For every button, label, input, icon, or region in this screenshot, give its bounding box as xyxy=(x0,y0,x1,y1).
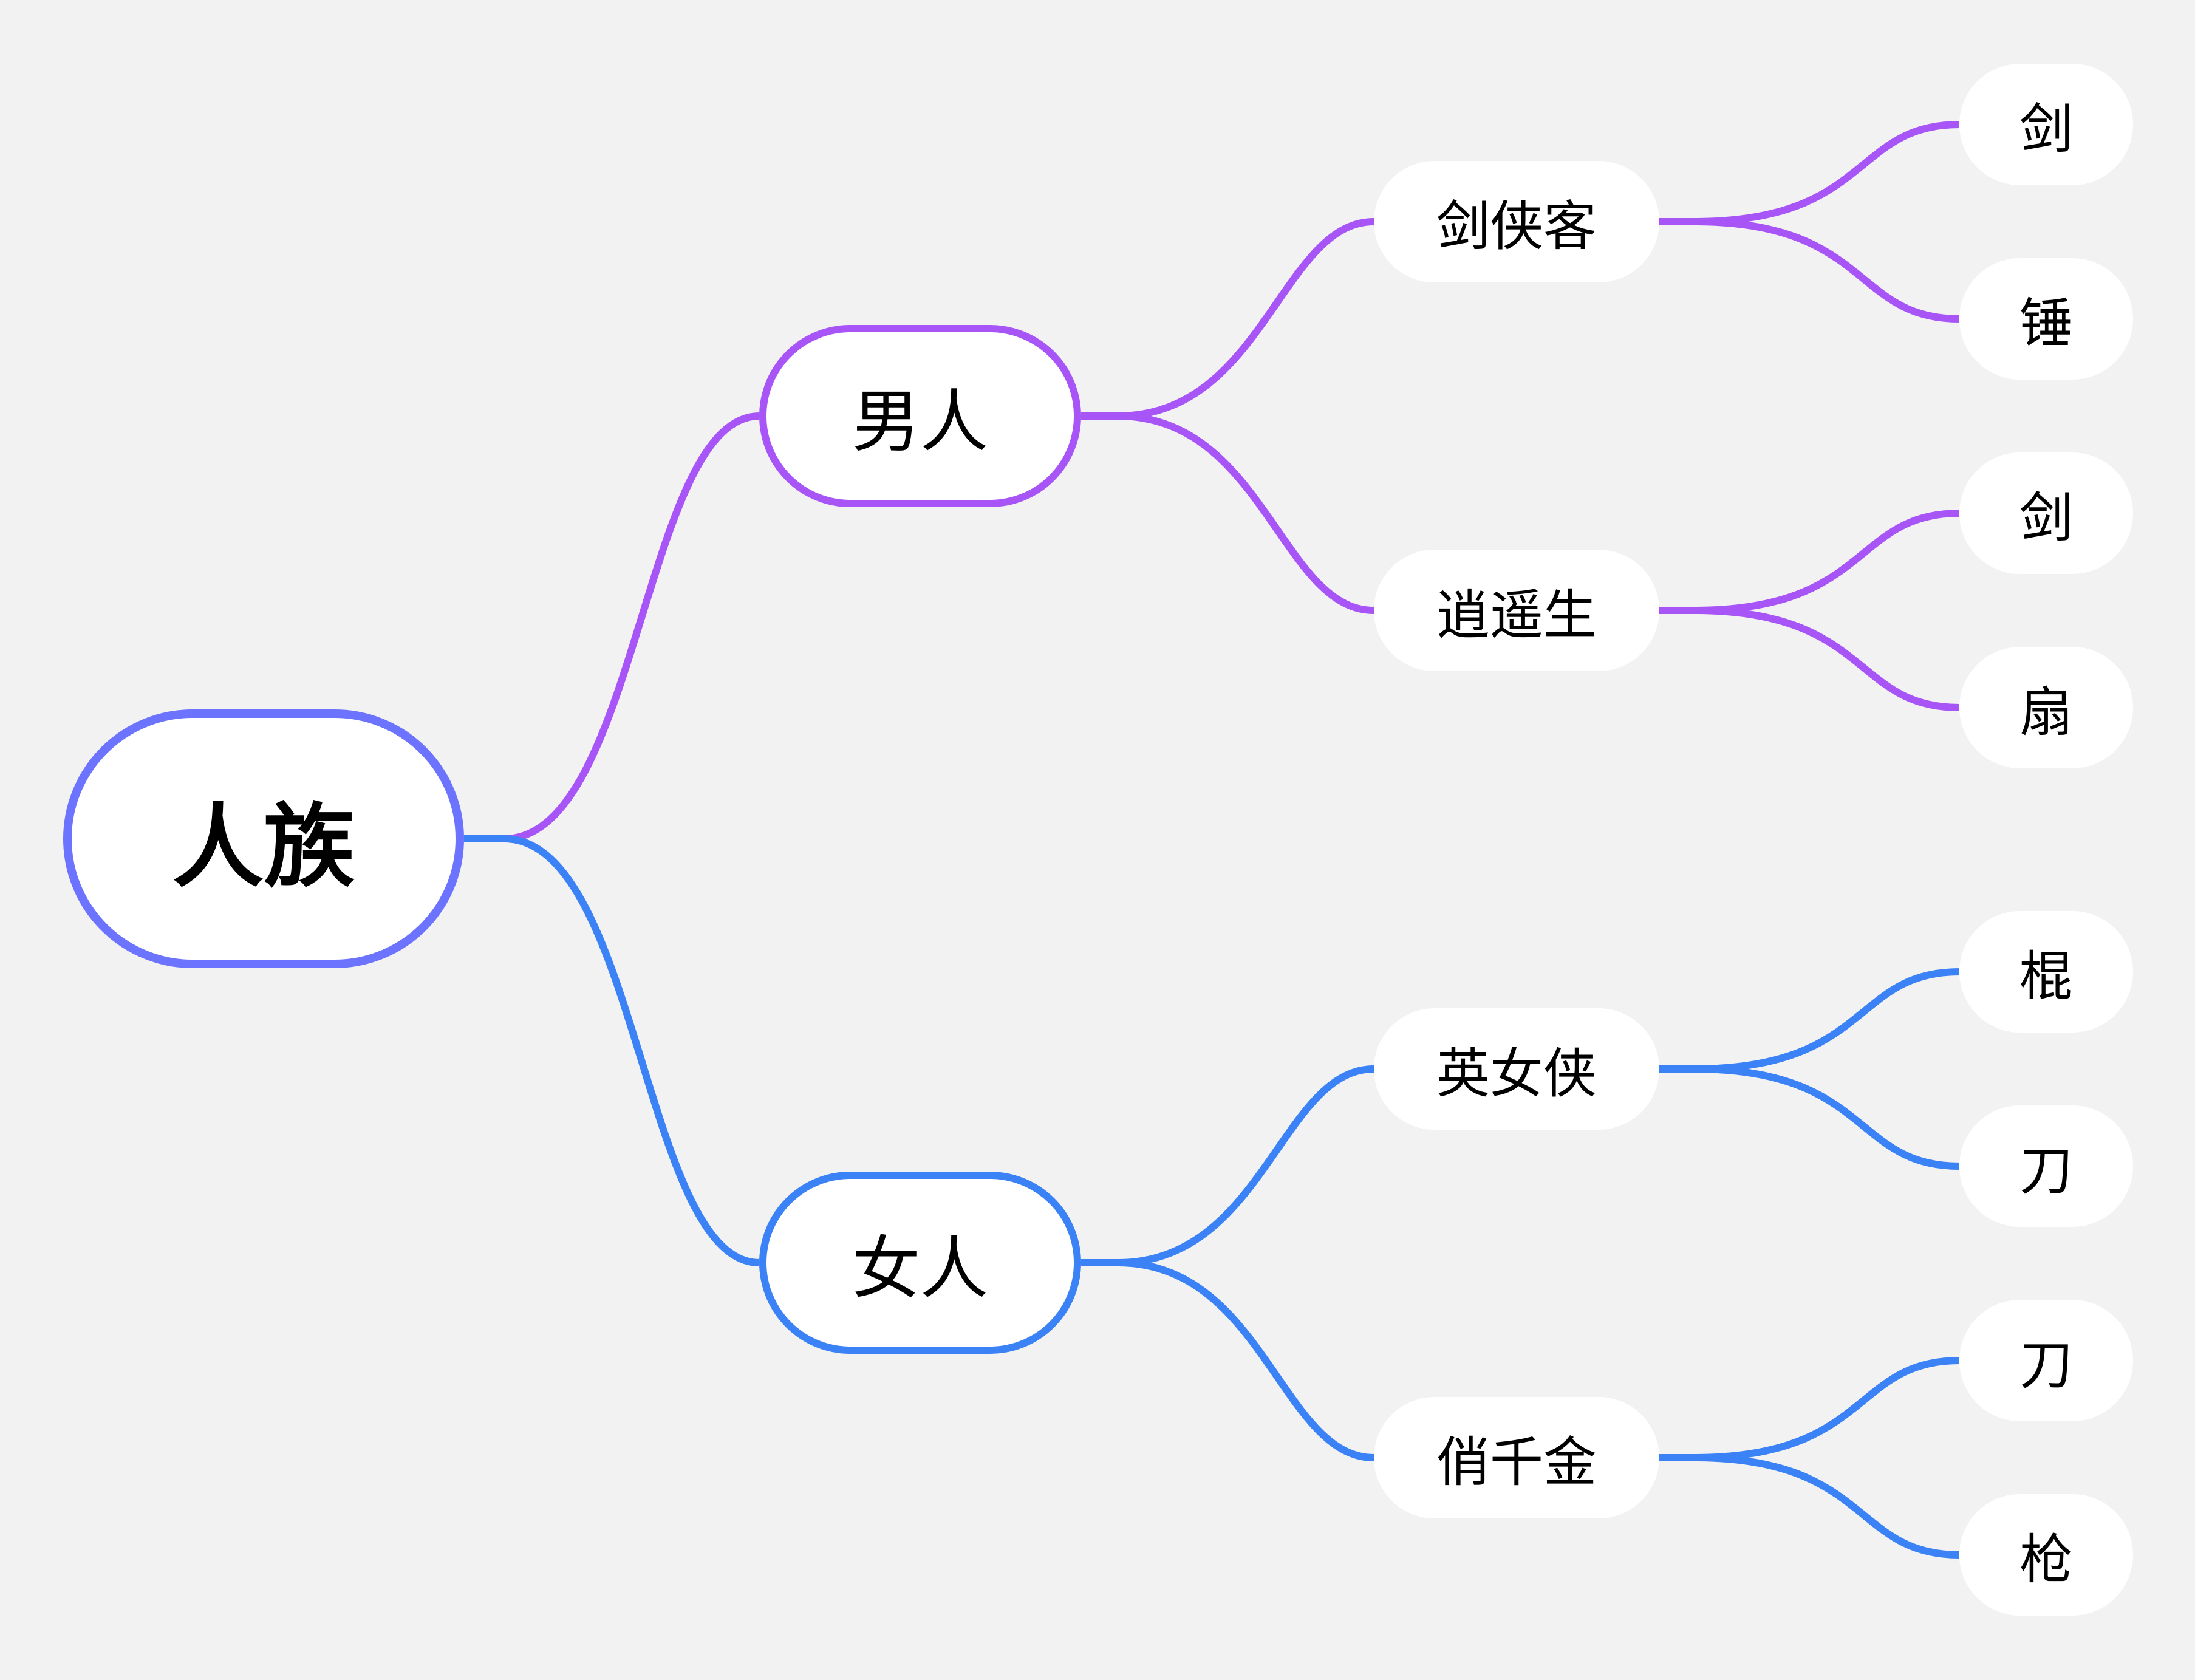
edge-swordhero-w1 xyxy=(1659,121,1960,225)
root-node[interactable]: 人族 xyxy=(63,709,464,968)
edge-qianjin-w1 xyxy=(1659,1357,1960,1461)
edge-female-heroine xyxy=(1081,1065,1374,1266)
node-sword-hero-weapon-1[interactable]: 剑 xyxy=(1959,64,2133,185)
edge-root-female xyxy=(464,835,760,1266)
node-xiaoyao[interactable]: 逍遥生 xyxy=(1374,550,1659,671)
edge-heroine-w1 xyxy=(1659,968,1960,1073)
edge-male-xiaoyao xyxy=(1081,412,1374,614)
node-xiaoyao-weapon-2[interactable]: 扇 xyxy=(1959,647,2133,768)
node-xiaoyao-weapon-1[interactable]: 剑 xyxy=(1959,452,2133,574)
edge-root-male xyxy=(464,412,760,842)
node-sword-hero[interactable]: 剑侠客 xyxy=(1374,161,1659,282)
edge-heroine-w2 xyxy=(1659,1065,1960,1170)
node-female[interactable]: 女人 xyxy=(759,1172,1081,1354)
node-heroine[interactable]: 英女侠 xyxy=(1374,1008,1659,1130)
node-male[interactable]: 男人 xyxy=(759,325,1081,507)
node-heroine-weapon-2[interactable]: 刀 xyxy=(1959,1105,2133,1227)
node-sword-hero-weapon-2[interactable]: 锤 xyxy=(1959,258,2133,380)
node-qianjin-weapon-1[interactable]: 刀 xyxy=(1959,1300,2133,1421)
node-qianjin-weapon-2[interactable]: 枪 xyxy=(1959,1494,2133,1616)
node-qianjin[interactable]: 俏千金 xyxy=(1374,1397,1659,1518)
edge-male-swordhero xyxy=(1081,218,1374,420)
edge-swordhero-w2 xyxy=(1659,218,1960,323)
edge-qianjin-w2 xyxy=(1659,1454,1960,1559)
edge-xiaoyao-w2 xyxy=(1659,607,1960,711)
edge-female-qianjin xyxy=(1081,1259,1374,1461)
edge-xiaoyao-w1 xyxy=(1659,510,1960,614)
node-heroine-weapon-1[interactable]: 棍 xyxy=(1959,911,2133,1033)
